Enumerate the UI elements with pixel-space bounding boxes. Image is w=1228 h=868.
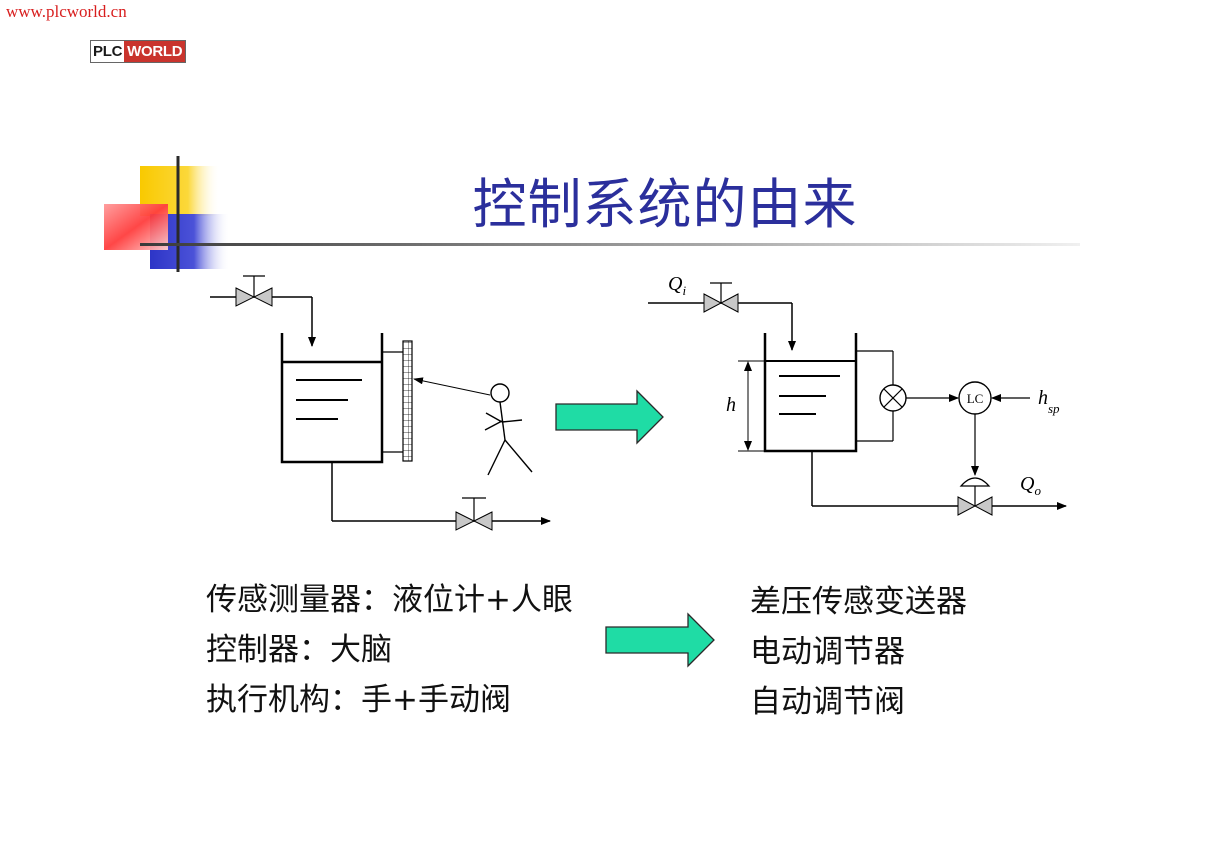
setpoint-label: hsp [1038,387,1060,416]
manual-tank-diagram [210,275,551,531]
outflow-label: Qo [1020,473,1041,498]
control-valve-icon [957,477,993,516]
logo-plc-text: PLC [91,41,125,62]
watermark-url: www.plcworld.cn [6,2,127,21]
decorative-squares [104,156,230,272]
level-label: h [726,394,736,416]
level-gauge [402,340,413,462]
operator-person-icon [484,383,533,476]
dp-transmitter-icon [879,384,907,412]
auto-actuator-text: 自动调节阀 [750,684,905,720]
manual-tank [280,333,384,464]
transition-arrow-diagram [555,389,664,445]
manual-controller-text: 控制器：大脑 [206,632,392,668]
auto-control-diagram [648,282,1067,516]
inflow-label: Qi [668,273,686,298]
controller-label: LC [967,391,984,406]
manual-actuator-text: 执行机构：手+手动阀 [206,682,511,718]
manual-inlet-valve [235,275,273,307]
manual-outlet-valve [455,497,493,531]
auto-controller-text: 电动调节器 [750,634,905,670]
auto-tank [763,333,858,453]
logo-world-text: WORLD [124,41,186,62]
auto-sensor-text: 差压传感变送器 [750,584,967,620]
manual-sensor-text: 传感测量器：液位计+人眼 [206,582,573,618]
transition-arrow-text [605,612,715,668]
auto-inlet-valve [703,282,739,313]
slide-title: 控制系统的由来 [472,173,858,236]
plcworld-logo: PLC WORLD [90,40,187,63]
title-underline [140,243,1080,246]
